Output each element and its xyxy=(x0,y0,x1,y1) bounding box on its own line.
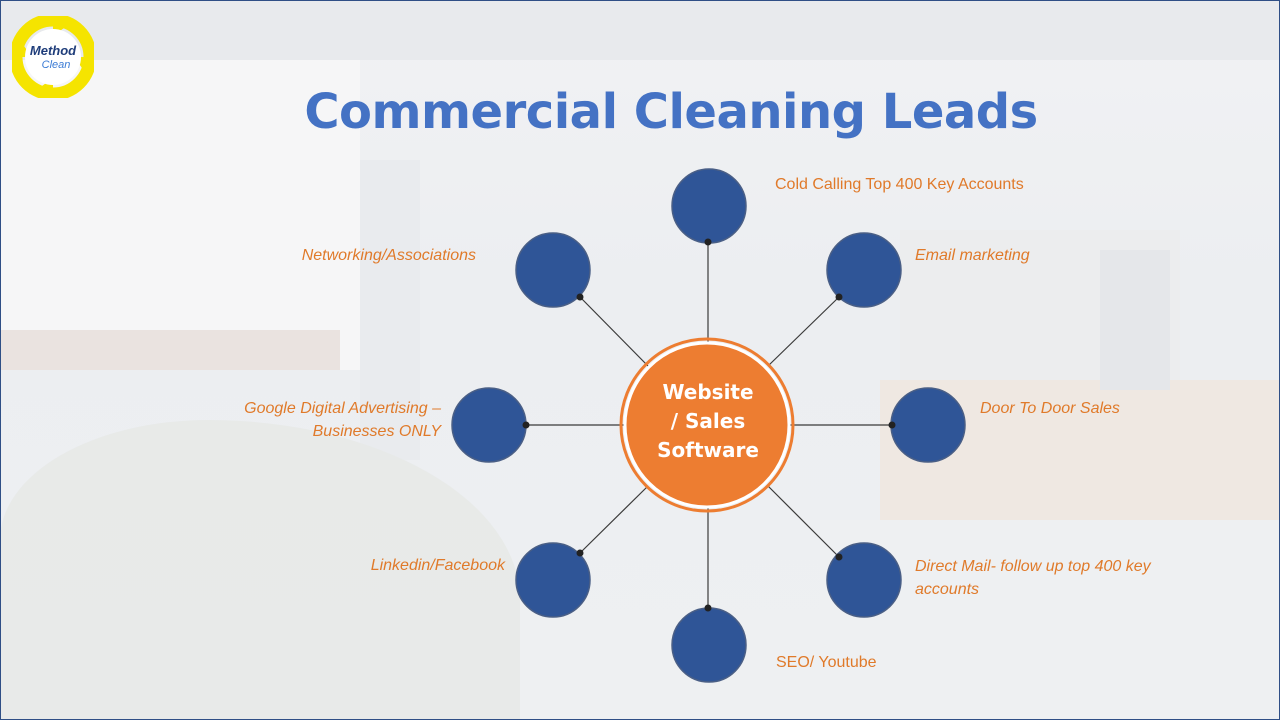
node-left xyxy=(451,387,527,463)
slide-title: Commercial Cleaning Leads xyxy=(304,84,1038,140)
node-upper-right xyxy=(826,232,902,308)
center-line-3: Software xyxy=(657,438,759,462)
connector-lower-right xyxy=(767,485,840,558)
logo-text-clean: Clean xyxy=(42,59,71,71)
connector-lower-left xyxy=(579,485,649,554)
outer-nodes xyxy=(451,168,966,683)
label-linkedin-facebook: Linkedin/Facebook xyxy=(370,557,505,574)
label-seo-youtube: SEO/ Youtube xyxy=(776,654,877,671)
node-top xyxy=(671,168,747,244)
label-google-ads: Google Digital Advertising – Businesses … xyxy=(244,400,441,440)
connector-dots xyxy=(522,238,896,612)
node-upper-left xyxy=(515,232,591,308)
node-right xyxy=(890,387,966,463)
center-line-1: Website xyxy=(662,380,754,404)
method-clean-logo: Method Clean xyxy=(9,13,97,101)
label-door-to-door: Door To Door Sales xyxy=(980,400,1120,417)
label-email-marketing: Email marketing xyxy=(915,247,1030,264)
node-lower-right xyxy=(826,542,902,618)
center-node xyxy=(623,341,791,509)
connector-upper-right xyxy=(767,296,840,367)
center-line-2: / Sales xyxy=(670,409,746,433)
node-lower-left xyxy=(515,542,591,618)
node-bottom xyxy=(671,607,747,683)
logo-text-method: Method xyxy=(30,43,77,58)
center-node-label: Website / Sales Software xyxy=(626,378,790,465)
label-cold-calling: Cold Calling Top 400 Key Accounts xyxy=(775,176,1024,193)
label-direct-mail: Direct Mail- follow up top 400 key accou… xyxy=(915,558,1151,598)
label-networking: Networking/Associations xyxy=(301,247,476,264)
connector-lines xyxy=(526,242,892,608)
connector-upper-left xyxy=(579,296,649,367)
